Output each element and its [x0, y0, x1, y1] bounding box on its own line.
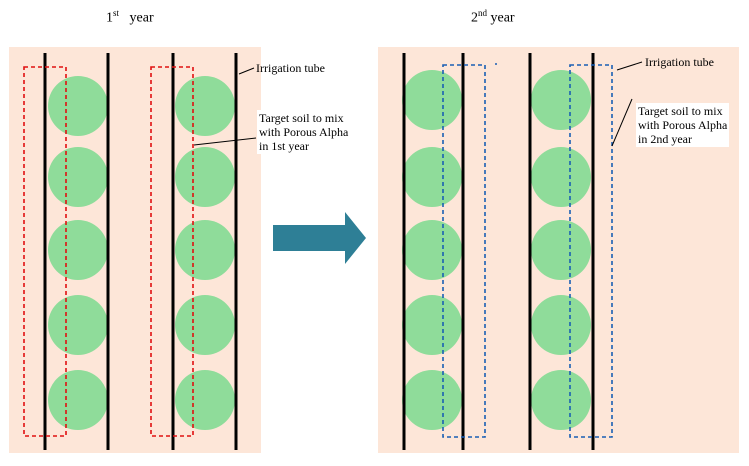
leader-line-tube-2	[616, 61, 643, 71]
plant-circle-col2-row4	[175, 295, 235, 355]
target-box-year-1-left	[23, 66, 67, 437]
plant-circle-col3-row4	[402, 295, 462, 355]
plant-circle-col3-row3	[402, 220, 462, 280]
title-year-1: 1st year	[106, 8, 154, 26]
plant-circle-col3-row1	[402, 70, 462, 130]
plant-circle-col2-row1	[175, 76, 235, 136]
plant-circle-col2-row5	[175, 370, 235, 430]
plant-circle-col4-row5	[531, 370, 591, 430]
label-irrigation-tube-2: Irrigation tube	[645, 55, 714, 69]
target-box-year-2-right	[569, 64, 613, 438]
plant-circle-col3-row5	[402, 370, 462, 430]
plant-circle-col1-row4	[48, 295, 108, 355]
plant-circle-col2-row2	[175, 147, 235, 207]
label-irrigation-tube-1: Irrigation tube	[256, 61, 325, 75]
target-box-year-1-right	[150, 66, 194, 437]
plant-circle-col4-row2	[531, 147, 591, 207]
arrow-next-year	[273, 212, 366, 264]
plant-circle-col4-row1	[531, 70, 591, 130]
plant-circle-col3-row2	[402, 147, 462, 207]
plant-circle-col4-row3	[531, 220, 591, 280]
target-box-year-2-left	[442, 64, 486, 438]
plant-circle-col1-row5	[48, 370, 108, 430]
leader-line-tube-1	[238, 67, 255, 75]
leader-line-target-1	[193, 137, 257, 146]
plant-circle-col1-row2	[48, 147, 108, 207]
leader-line-target-2	[611, 98, 633, 147]
title-year-2: 2nd year	[471, 8, 515, 26]
plant-circle-col4-row4	[531, 295, 591, 355]
plant-circle-col1-row3	[48, 220, 108, 280]
stray-dot	[495, 63, 497, 65]
plant-circle-col2-row3	[175, 220, 235, 280]
plant-circle-col1-row1	[48, 76, 108, 136]
